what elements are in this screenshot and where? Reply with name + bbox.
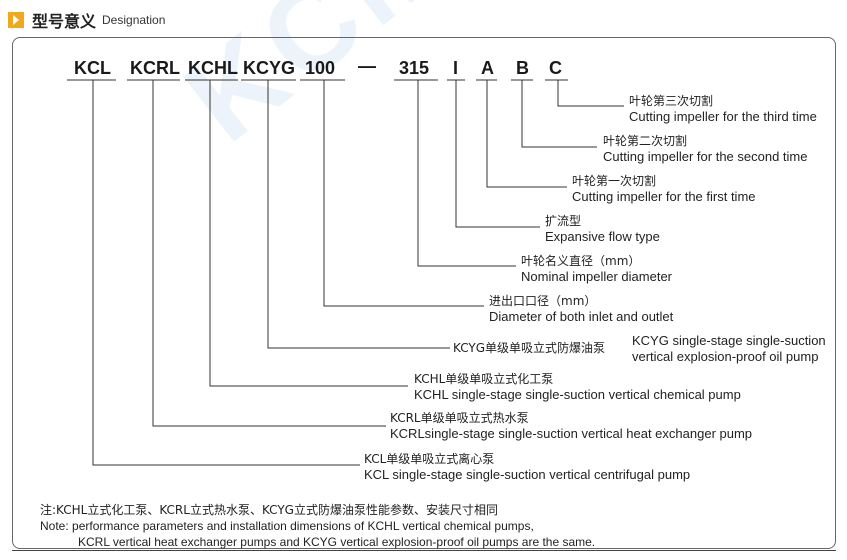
- bottom-rule: [12, 550, 836, 551]
- title-en: Designation: [102, 13, 166, 27]
- note-line-cn: 注:KCHL立式化工泵、KCRL立式热水泵、KCYG立式防爆油泵性能参数、安装尺…: [40, 503, 498, 517]
- code-100: 100: [305, 58, 336, 78]
- code-315: 315: [399, 58, 430, 78]
- note-line-en-1: Note: performance parameters and install…: [40, 519, 534, 533]
- section-header: 型号意义 Designation: [8, 8, 165, 32]
- code-b: B: [516, 58, 529, 78]
- label-kcyg-cn: KCYG单级单吸立式防爆油泵: [453, 341, 606, 355]
- connector-100: [323, 80, 484, 307]
- note-line-en-2: KCRL vertical heat exchanger pumps and K…: [78, 535, 596, 549]
- code-a: A: [481, 58, 494, 78]
- footnote: 注:KCHL立式化工泵、KCRL立式热水泵、KCYG立式防爆油泵性能参数、安装尺…: [40, 502, 595, 550]
- code-kchl: KCHL: [188, 58, 238, 78]
- connector-a: [486, 80, 567, 188]
- connector-c: [557, 80, 624, 107]
- designation-frame: [12, 37, 836, 549]
- code-kcyg: KCYG: [243, 58, 296, 78]
- code-kcrl: KCRL: [130, 58, 180, 78]
- code-kcl: KCL: [74, 58, 111, 78]
- connector-b: [521, 80, 597, 148]
- connector-kcrl: [152, 80, 386, 427]
- label-impeller-diameter: 叶轮名义直径（mm）Nominal impeller diameter: [521, 254, 672, 284]
- label-inlet-outlet: 进出口口径（mm）Diameter of both inlet and outl…: [489, 294, 674, 324]
- code-c: C: [549, 58, 562, 78]
- connector-kcl: [92, 80, 360, 466]
- code-dash: —: [358, 56, 376, 76]
- connector-kcyg: [267, 80, 450, 349]
- play-arrow-icon: [8, 12, 24, 28]
- title-cn: 型号意义: [32, 12, 97, 31]
- connector-kchl: [209, 80, 408, 387]
- connector-i: [455, 80, 540, 228]
- connector-315: [417, 80, 516, 267]
- code-i: I: [453, 58, 459, 78]
